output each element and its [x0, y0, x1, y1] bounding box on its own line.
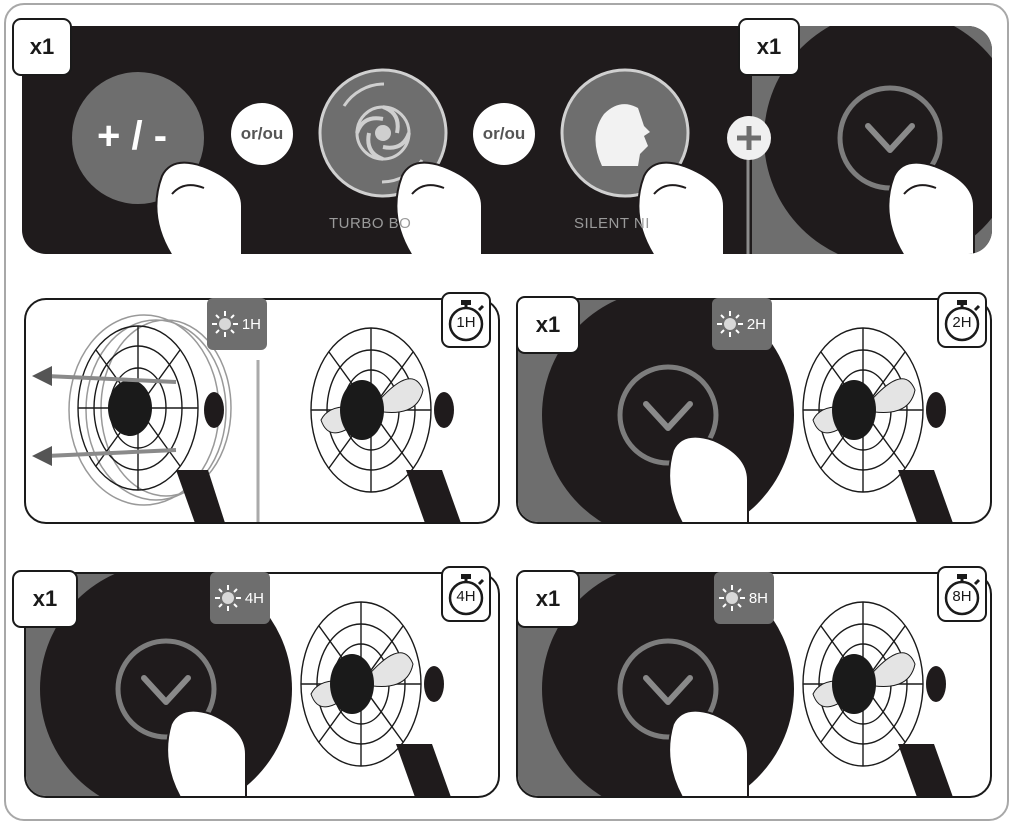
stopwatch-icon: 4H — [441, 566, 491, 622]
count-badge: x1 — [12, 18, 72, 76]
timer-label: 4H — [443, 588, 489, 605]
or-label-1: or/ou — [231, 103, 293, 165]
stopwatch-icon: 2H — [937, 292, 987, 348]
stopwatch-icon: 1H — [441, 292, 491, 348]
light-indicator-1h: 1H — [207, 298, 267, 350]
control-panel: + / - or/ou or/ou TURBO BO SILENT NI — [22, 26, 992, 254]
stopwatch-icon: 8H — [937, 566, 987, 622]
light-sun-icon — [214, 582, 246, 614]
light-sun-icon — [718, 582, 750, 614]
timer-label: 2H — [939, 314, 985, 331]
or-label-2: or/ou — [473, 103, 535, 165]
plus-minus-label[interactable]: + / - — [97, 114, 167, 159]
light-indicator-label: 4H — [245, 590, 264, 607]
light-sun-icon — [211, 308, 243, 340]
light-sun-icon — [716, 308, 748, 340]
light-indicator-label: 8H — [749, 590, 768, 607]
turbo-boost-label: TURBO BO — [329, 215, 411, 232]
light-indicator-8h: 8H — [714, 572, 774, 624]
count-badge: x1 — [516, 570, 580, 628]
silent-night-label: SILENT NI — [574, 215, 650, 232]
light-indicator-4h: 4H — [210, 572, 270, 624]
light-indicator-label: 1H — [242, 316, 261, 333]
count-badge: x1 — [738, 18, 800, 76]
count-badge: x1 — [516, 296, 580, 354]
light-indicator-2h: 2H — [712, 298, 772, 350]
light-indicator-label: 2H — [747, 316, 766, 333]
timer-label: 1H — [443, 314, 489, 331]
timer-label: 8H — [939, 588, 985, 605]
count-badge: x1 — [12, 570, 78, 628]
